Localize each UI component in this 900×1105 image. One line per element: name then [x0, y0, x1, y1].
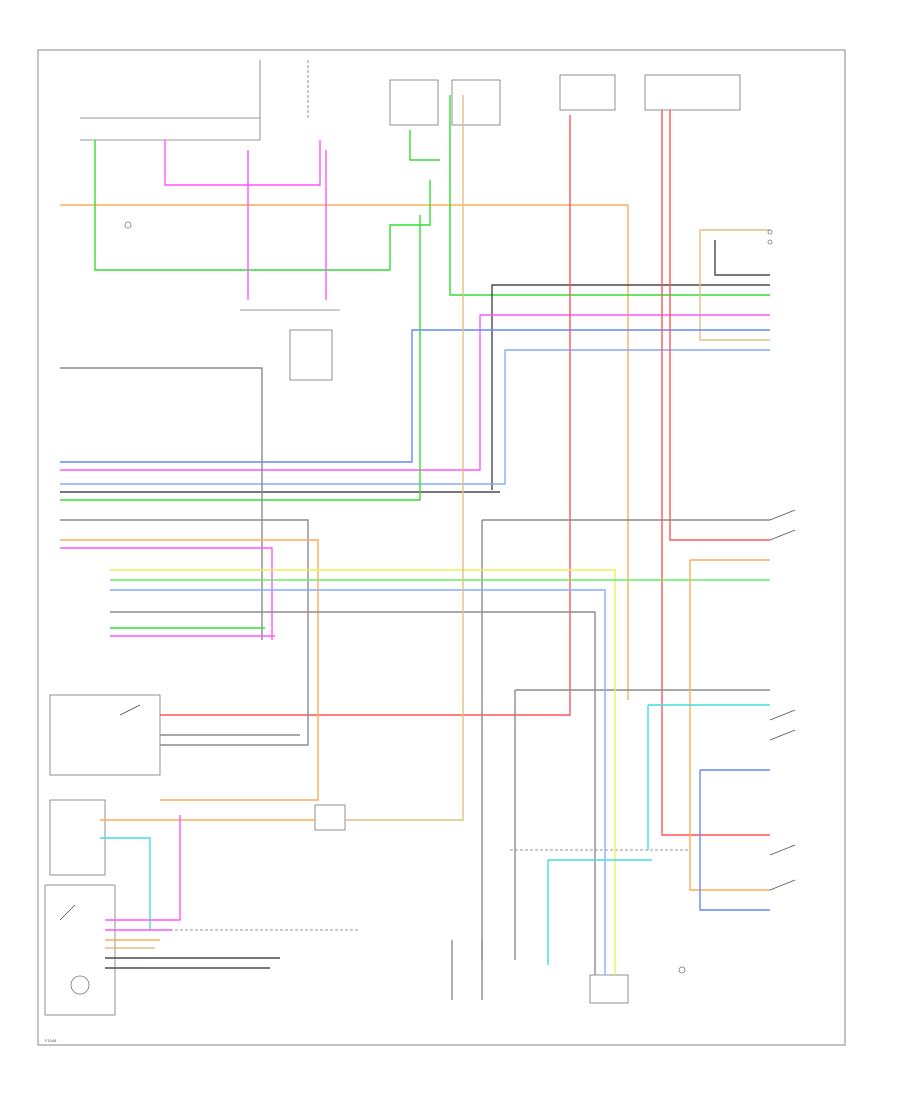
wire-black-1 — [491, 284, 770, 490]
switch-2 — [769, 529, 796, 541]
corner-tag: F1048 — [45, 1038, 57, 1043]
center-module — [289, 329, 333, 381]
wire-green-loop — [94, 140, 431, 271]
wire-yellow — [110, 569, 616, 975]
wire-cyan-bottom — [547, 859, 652, 965]
wire-black-2 — [714, 240, 770, 276]
switch-4 — [769, 729, 796, 741]
wire-tan-center — [345, 95, 464, 821]
wire-lightblue — [110, 589, 606, 975]
wire-gray-2 — [60, 519, 309, 746]
switch-7 — [119, 704, 141, 716]
wire-pink-module — [105, 815, 181, 921]
terminal-right-2 — [767, 239, 773, 245]
wire-pink-long — [60, 314, 770, 471]
switch-8 — [59, 904, 76, 921]
switch-3 — [769, 709, 796, 721]
wire-bottom-gray — [451, 940, 483, 1000]
wire-green-left — [60, 215, 421, 501]
terminal-right-1 — [767, 229, 773, 235]
relay-box-2 — [451, 79, 501, 126]
wire-red-right-2 — [669, 110, 770, 541]
wire-orange-left — [60, 539, 319, 801]
diagram-frame — [37, 49, 846, 1046]
fuse-block-1 — [559, 74, 616, 111]
wire-lightblue-long — [60, 349, 770, 485]
wire-red-right-1 — [661, 110, 770, 836]
wire-green-relay — [409, 130, 440, 161]
switch-1 — [769, 509, 796, 521]
terminal-top-left — [124, 221, 132, 229]
switch-6 — [769, 879, 796, 891]
left-module-3 — [44, 884, 116, 1016]
component-outlines — [44, 60, 741, 1016]
small-component — [314, 804, 346, 831]
ground-terminal — [678, 966, 686, 974]
wire-red-main — [160, 115, 571, 716]
wire-orange-top — [60, 204, 629, 700]
wire-gray-5 — [110, 611, 596, 975]
wire-cyan-module — [100, 837, 151, 930]
wire-tan — [699, 229, 770, 341]
wire-blue-long — [60, 329, 770, 463]
wire-pink-left — [60, 547, 273, 640]
wire-gray-3 — [481, 519, 770, 960]
wire-gray-4 — [514, 689, 770, 960]
wire-gray-left — [60, 367, 263, 640]
motor-symbol — [70, 975, 90, 995]
relay-box-1 — [389, 79, 439, 126]
sensor-box — [589, 974, 629, 1004]
wire-pink-top — [164, 140, 321, 186]
left-module-2 — [49, 799, 106, 876]
left-module-1 — [49, 694, 161, 776]
fuse-block-2 — [644, 74, 741, 111]
wire-cyan-right — [647, 704, 770, 850]
switch-symbols — [59, 509, 796, 921]
wire-orange-right — [689, 559, 770, 891]
wire-green-right — [449, 95, 770, 296]
wire-blue-right — [699, 769, 770, 911]
ground-symbols — [124, 221, 773, 974]
switch-5 — [769, 844, 796, 856]
wires — [60, 95, 770, 1000]
